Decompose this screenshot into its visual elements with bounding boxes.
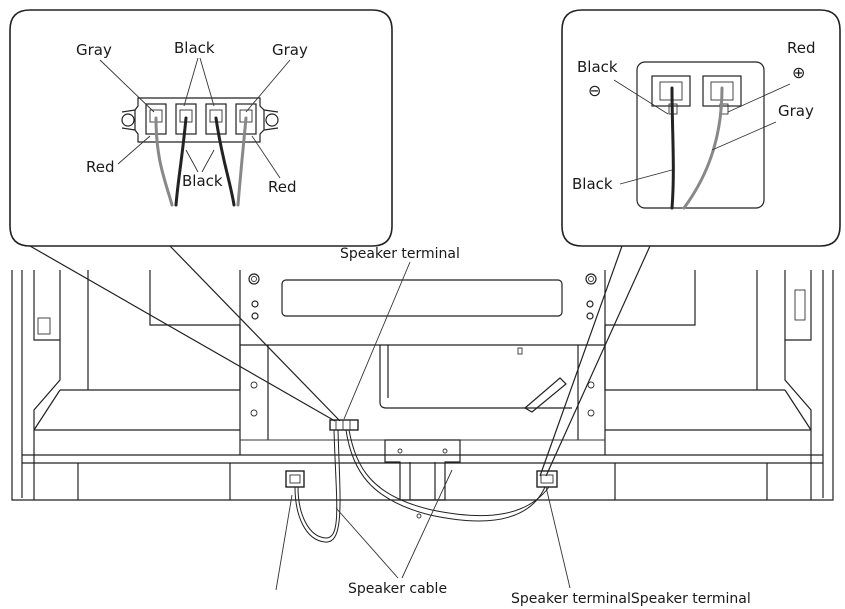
pointer-lines (29, 245, 651, 591)
left-speaker-terminal (285, 470, 305, 488)
label-black-terminal: Black (577, 58, 618, 76)
right-callout-panel: Black ⊖ Red ⊕ Gray Black (561, 9, 841, 247)
label-black-bottom: Black (182, 172, 223, 190)
label-black-cable: Black (572, 175, 613, 193)
label-gray-cable: Gray (778, 102, 814, 120)
plus-symbol: ⊕ (792, 63, 805, 82)
top-speaker-terminal-block (329, 419, 359, 431)
label-speaker-terminal-bottom: Speaker terminalSpeaker terminal (511, 591, 751, 607)
label-red-right: Red (268, 178, 297, 196)
minus-symbol: ⊖ (588, 81, 601, 100)
left-callout-wires (154, 116, 248, 207)
left-callout-terminal-block (121, 97, 279, 143)
label-speaker-terminal-top: Speaker terminal (340, 246, 460, 262)
label-gray-right: Gray (272, 41, 308, 59)
label-red-terminal: Red (787, 39, 816, 57)
label-speaker-cable: Speaker cable (348, 581, 447, 597)
label-black-top: Black (174, 39, 215, 57)
tv-rear-body (11, 270, 834, 501)
left-callout-panel: Gray Black Gray Red Black Red (9, 9, 393, 247)
speaker-cables (294, 429, 550, 543)
label-gray-left: Gray (76, 41, 112, 59)
label-red-left: Red (86, 158, 115, 176)
